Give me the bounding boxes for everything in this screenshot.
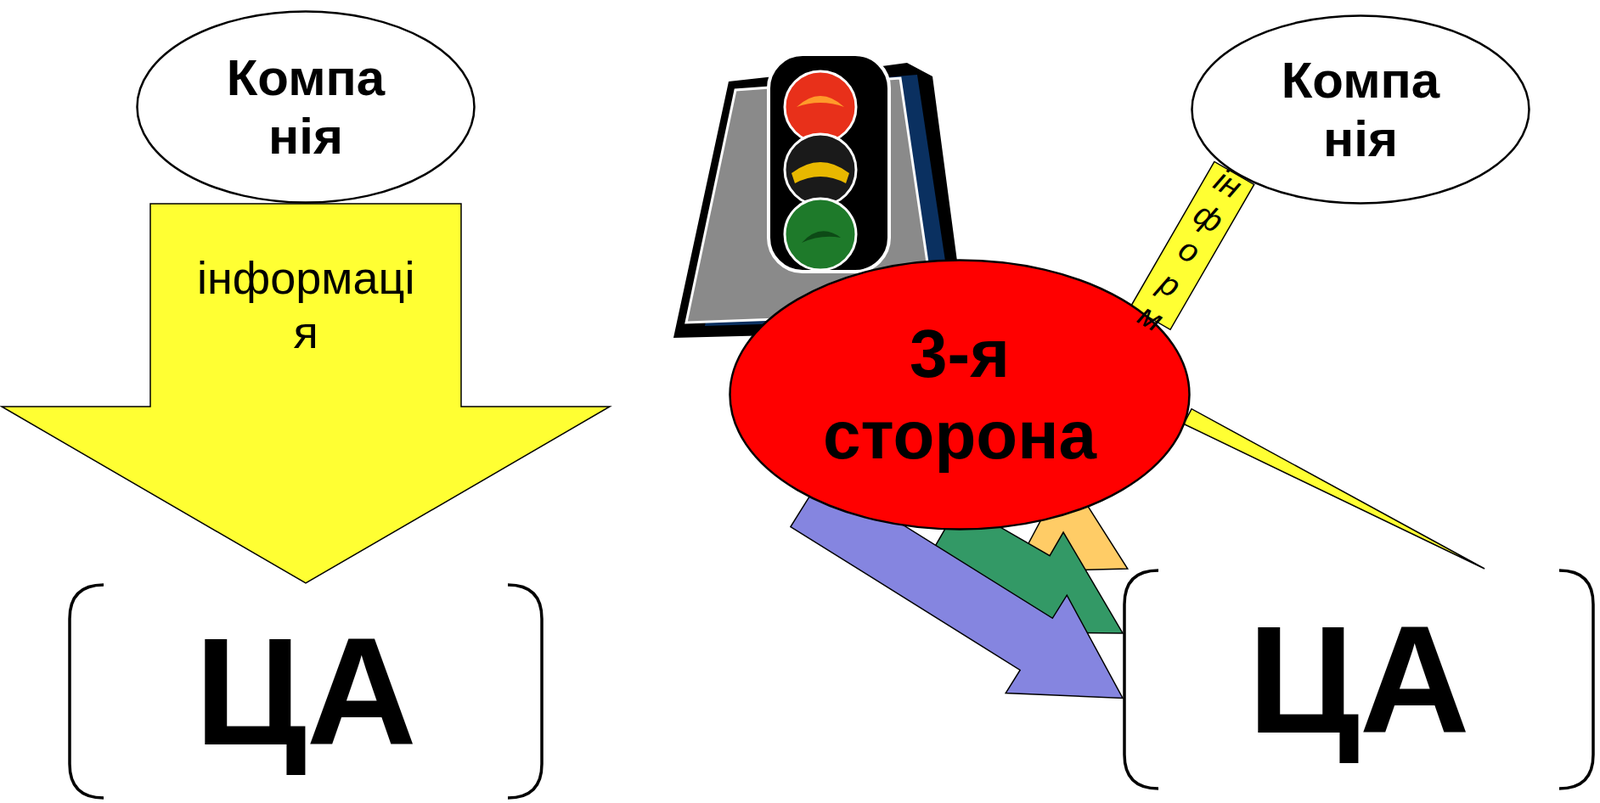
lamp-glare [801,230,841,243]
ellipse-node: Компа нія [135,10,476,204]
red-lamp [784,71,857,143]
yellow-lamp [784,134,857,206]
ellipse-outline [135,10,476,204]
info-wedge [1183,409,1485,570]
arrow-label: інформаці я [197,250,415,361]
right-bracket [1559,570,1594,789]
ellipse-node: 3-я сторона [728,259,1191,531]
ellipse-shape [137,11,475,203]
ellipse-shape [730,260,1190,530]
traffic-light-column [768,54,890,272]
bracket-box: ЦА [67,583,544,800]
node-text: ЦА [194,615,417,769]
bracket-box: ЦА [1122,569,1595,791]
lamp-glare [796,95,845,108]
node-text: 3-я сторона [822,313,1097,477]
node-text: Компа нія [226,48,385,166]
yellow-lamp-light [791,162,850,184]
node-text: ЦА [1247,603,1470,757]
block-arrow [1,203,610,584]
arrow-label: інформ [1126,159,1252,344]
green-lamp [784,198,857,271]
right-bracket [507,585,542,799]
node-text: Компа нія [1281,50,1440,169]
left-bracket [1124,570,1159,789]
ellipse-outline [728,259,1191,531]
left-bracket [69,585,104,799]
